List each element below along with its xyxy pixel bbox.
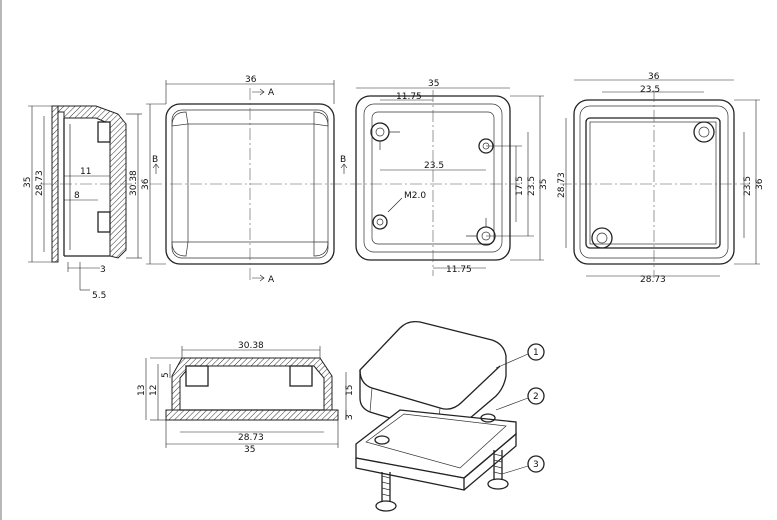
- top-view: 36 36 A A B B: [141, 75, 350, 285]
- dim-top-36: 36: [245, 75, 257, 85]
- dim-base-35-v: 35: [539, 179, 549, 190]
- dim-front-13: 13: [137, 385, 147, 396]
- dim-front-5: 5: [161, 372, 171, 378]
- dim-base-1175-top: 11.75: [396, 92, 422, 102]
- bottom-view: 36 23.5 28.73 28.73 23.5 36: [557, 72, 765, 285]
- dim-top-36-v: 36: [141, 178, 151, 190]
- callout-1: [527, 343, 545, 361]
- callout-1-label: 1: [533, 348, 539, 358]
- dim-bottom-235-v: 23.5: [743, 176, 753, 196]
- dim-side-35: 35: [23, 177, 33, 188]
- dim-bottom-36: 36: [648, 72, 660, 82]
- front-section-view: 30.38 13 12 5 15 3 28.73 35: [137, 341, 355, 455]
- side-section-view: 35 28.73 30.38 11 8 3 5.5: [23, 105, 142, 301]
- dim-bottom-2873: 28.73: [640, 275, 666, 285]
- section-label-b-right: B: [340, 155, 346, 165]
- callout-3: [527, 455, 545, 473]
- callout-3-label: 3: [533, 460, 539, 470]
- dim-side-2873: 28.73: [35, 170, 45, 196]
- callout-2-label: 2: [533, 392, 539, 402]
- dim-front-15: 15: [345, 385, 355, 396]
- dim-side-11: 11: [80, 167, 91, 177]
- dim-side-55: 5.5: [92, 291, 106, 301]
- dim-bottom-36-v: 36: [755, 178, 765, 190]
- dim-base-235-v: 23.5: [527, 176, 537, 196]
- dim-front-2873: 28.73: [238, 433, 264, 443]
- base-view: 35 11.75 23.5 11.75 17.5 23.5 35 M2.0: [350, 79, 549, 276]
- dim-side-8: 8: [74, 191, 80, 201]
- screw-right: [487, 450, 509, 490]
- screw-left: [375, 472, 397, 512]
- dim-base-screw: M2.0: [404, 191, 426, 201]
- dim-bottom-2873-v: 28.73: [557, 172, 567, 198]
- section-label-a-bottom: A: [268, 275, 275, 285]
- dim-bottom-235: 23.5: [640, 85, 660, 95]
- section-label-b-left: B: [152, 155, 158, 165]
- dim-side-3: 3: [100, 265, 106, 275]
- dim-front-12: 12: [149, 385, 159, 396]
- dim-front-35: 35: [244, 445, 255, 455]
- exploded-view: 1 2 3: [355, 320, 545, 512]
- dim-base-1175-bottom: 11.75: [446, 265, 472, 275]
- section-label-a-top: A: [268, 88, 275, 98]
- dim-front-3: 3: [345, 414, 355, 420]
- callout-2: [527, 387, 545, 405]
- dim-base-235: 23.5: [424, 161, 444, 171]
- dim-front-3038: 30.38: [238, 341, 264, 351]
- dim-base-175: 17.5: [515, 176, 525, 196]
- dim-base-35: 35: [428, 79, 439, 89]
- dim-side-3038: 30.38: [129, 170, 139, 196]
